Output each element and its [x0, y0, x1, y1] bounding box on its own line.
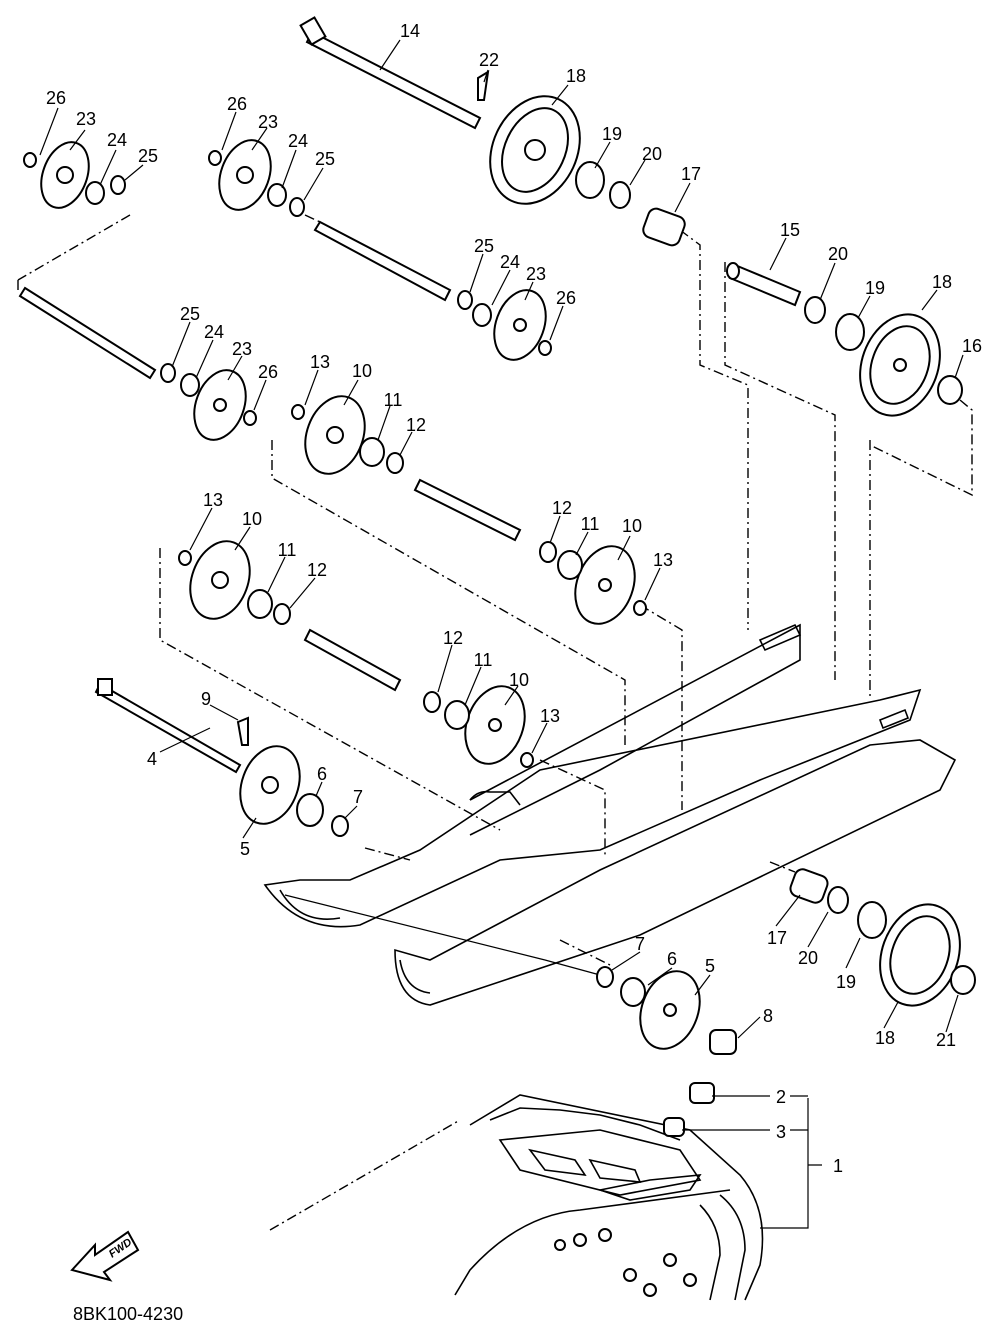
callout-label: 10 — [509, 670, 529, 690]
callout-label: 13 — [203, 490, 223, 510]
callout-label: 23 — [526, 264, 546, 284]
wheels — [40, 95, 961, 1050]
callout-label: 14 — [400, 21, 420, 41]
callout-label: 10 — [622, 516, 642, 536]
callout-label: 21 — [936, 1030, 956, 1050]
callout-label: 13 — [653, 550, 673, 570]
callout-label: 11 — [384, 390, 403, 410]
callout-label: 11 — [581, 514, 600, 534]
leader-lines — [39, 39, 964, 1229]
callout-label: 23 — [258, 112, 278, 132]
callout-label: 22 — [479, 50, 499, 70]
callout-label: 6 — [317, 764, 327, 784]
callout-label: 25 — [180, 304, 200, 324]
callout-label: 25 — [315, 149, 335, 169]
diagram-code: 8BK100-4230 — [73, 1304, 183, 1324]
small-parts — [23, 70, 976, 1137]
callout-label: 26 — [258, 362, 278, 382]
callout-label: 25 — [138, 146, 158, 166]
callout-label: 20 — [828, 244, 848, 264]
callout-label: 25 — [474, 236, 494, 256]
callout-label: 3 — [776, 1122, 786, 1142]
assembly-lines — [17, 214, 973, 1231]
callout-label: 2 — [776, 1087, 786, 1107]
callout-label: 20 — [642, 144, 662, 164]
callout-label: 19 — [865, 278, 885, 298]
callout-label: 1 — [833, 1156, 843, 1176]
callout-label: 8 — [763, 1006, 773, 1026]
callout-label: 23 — [76, 109, 96, 129]
callout-label: 26 — [46, 88, 66, 108]
callout-label: 20 — [798, 948, 818, 968]
callout-label: 5 — [705, 956, 715, 976]
callout-label: 7 — [353, 787, 363, 807]
callout-label: 24 — [107, 130, 127, 150]
callout-label: 24 — [288, 131, 308, 151]
callout-label: 17 — [681, 164, 701, 184]
shafts — [18, 16, 802, 774]
callout-label: 24 — [204, 322, 224, 342]
callout-label: 18 — [932, 272, 952, 292]
callout-label: 24 — [500, 252, 520, 272]
callout-label: 12 — [307, 560, 327, 580]
callout-label: 12 — [443, 628, 463, 648]
callout-label: 10 — [352, 361, 372, 381]
callout-label: 6 — [667, 949, 677, 969]
callout-label: 7 — [635, 934, 645, 954]
callout-label: 11 — [474, 650, 493, 670]
callout-label: 18 — [875, 1028, 895, 1048]
callout-label: 17 — [767, 928, 787, 948]
callout-label: 12 — [552, 498, 572, 518]
callout-label: 10 — [242, 509, 262, 529]
callout-label: 16 — [962, 336, 982, 356]
fwd-arrow: FWD — [70, 1230, 140, 1282]
callout-label: 9 — [201, 689, 211, 709]
callout-label: 15 — [780, 220, 800, 240]
callout-label: 19 — [602, 124, 622, 144]
callout-label: 26 — [556, 288, 576, 308]
callout-label: 12 — [406, 415, 426, 435]
slide-rail-frame — [263, 623, 957, 1006]
callout-labels: 1 2 3 4 5 5 6 6 7 7 8 9 10 10 10 10 11 1… — [46, 21, 982, 1176]
callout-label: 18 — [566, 66, 586, 86]
callout-label: 13 — [540, 706, 560, 726]
callout-label: 5 — [240, 839, 250, 859]
callout-label: 19 — [836, 972, 856, 992]
callout-label: 13 — [310, 352, 330, 372]
track-assembly — [454, 1094, 764, 1301]
callout-label: 4 — [147, 749, 157, 769]
callout-label: 23 — [232, 339, 252, 359]
callout-label: 11 — [278, 540, 297, 560]
callout-label: 26 — [227, 94, 247, 114]
